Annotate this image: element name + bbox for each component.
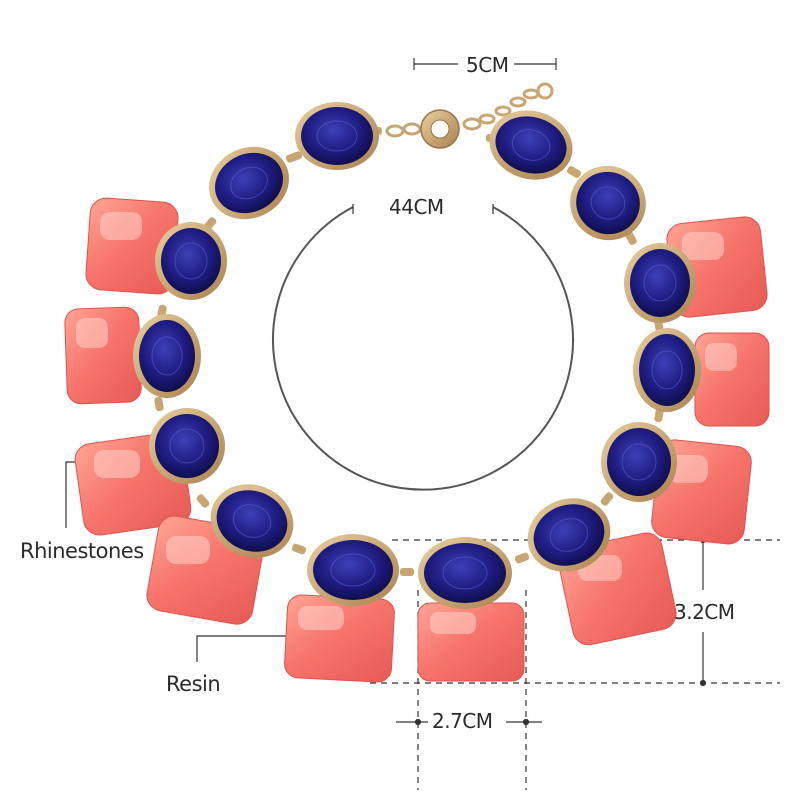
stone-width-label: 2.7CM: [432, 709, 493, 733]
rhinestone: [570, 165, 646, 241]
rhinestone: [209, 146, 289, 220]
rhinestone: [601, 422, 677, 502]
rhinestone: [210, 484, 294, 558]
rhinestones-label: Rhinestones: [20, 539, 144, 563]
measure-44cm-circle: [272, 204, 574, 491]
rhinestone: [418, 537, 512, 609]
measure-2-7cm: [396, 590, 542, 790]
rhinestone: [155, 222, 227, 300]
stone-height-label: 3.2CM: [674, 600, 735, 624]
rhinestone: [489, 110, 573, 180]
rhinestone: [527, 498, 611, 572]
clasp-chain: [385, 82, 554, 138]
rhinestone: [149, 408, 225, 484]
rhinestones: [133, 102, 701, 609]
circumference-label: 44CM: [389, 195, 444, 219]
spring-ring-clasp: [420, 109, 460, 149]
callout-resin: [196, 632, 300, 662]
rhinestone: [624, 243, 696, 323]
measure-5cm: [413, 58, 557, 70]
resin-highlights: [76, 212, 737, 634]
rhinestone-facets: [151, 120, 683, 590]
rhinestone: [295, 102, 379, 170]
rhinestone: [133, 314, 201, 398]
rhinestone: [307, 534, 399, 606]
clasp-extension-label: 5CM: [466, 53, 509, 77]
rhinestone: [633, 328, 701, 412]
resin-label: Resin: [166, 672, 221, 696]
